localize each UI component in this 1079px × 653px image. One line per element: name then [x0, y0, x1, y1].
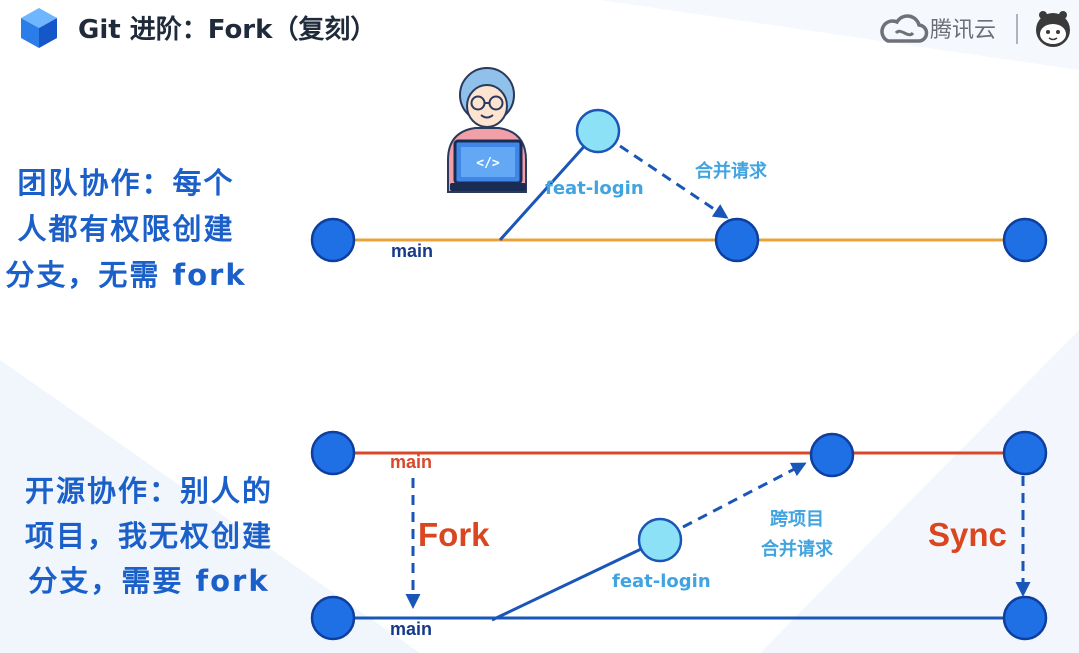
page-title: Git 进阶：Fork（复刻）: [78, 14, 376, 45]
brand-name: 腾讯云: [930, 18, 996, 43]
team-merge-arrow: [619, 144, 729, 219]
fork-main-label: main: [390, 619, 432, 639]
team-branch-label: feat-login: [545, 178, 644, 199]
team-commit-node-1: [310, 217, 356, 263]
mascot-icon: [1036, 11, 1070, 47]
team-description-line-1: 团队协作：每个: [17, 166, 234, 200]
fork-node-synced: [1002, 595, 1048, 641]
laptop-screen-code: </>: [476, 156, 500, 171]
cube-icon: [21, 8, 57, 48]
upstream-node-merge: [809, 432, 855, 478]
cross-project-merge-arrow: [682, 462, 807, 529]
sync-label: Sync: [928, 516, 1007, 553]
team-branch-line: [498, 129, 600, 242]
team-branch-node: [575, 108, 621, 154]
developer-avatar-icon: </>: [447, 67, 527, 193]
fork-node-1: [310, 595, 356, 641]
upstream-main-label: main: [390, 452, 432, 472]
fork-branch-node: [637, 517, 683, 563]
team-main-label: main: [391, 241, 433, 261]
team-description-line-2: 人都有权限创建: [17, 212, 234, 246]
fork-branch-line: [491, 538, 661, 622]
upstream-node-3: [1002, 430, 1048, 476]
fork-label: Fork: [418, 516, 490, 553]
cross-project-label-line-2: 合并请求: [761, 538, 834, 560]
cloud-icon: [880, 14, 929, 43]
fork-branch-label: feat-login: [612, 571, 711, 592]
cross-project-label-line-1: 跨项目: [770, 509, 824, 530]
team-commit-node-merge: [714, 217, 760, 263]
team-merge-label: 合并请求: [695, 160, 768, 182]
upstream-node-1: [310, 430, 356, 476]
team-description-line-3: 分支，无需 fork: [5, 258, 246, 292]
team-commit-node-3: [1002, 217, 1048, 263]
open-source-description-line-2: 项目，我无权创建: [25, 519, 273, 553]
open-source-description-line-1: 开源协作：别人的: [25, 474, 273, 508]
open-source-description-line-3: 分支，需要 fork: [28, 564, 269, 598]
